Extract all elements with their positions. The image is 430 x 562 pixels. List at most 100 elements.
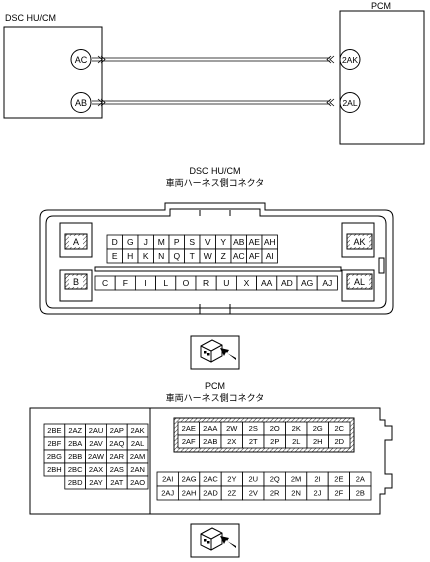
pcm-unit-box: [339, 10, 425, 145]
pin-2n: 2N: [284, 485, 308, 501]
svg-text:U: U: [223, 278, 229, 288]
svg-text:2V: 2V: [249, 489, 258, 498]
svg-text:H: H: [127, 251, 133, 261]
svg-text:AB: AB: [233, 237, 245, 247]
svg-text:C: C: [102, 278, 108, 288]
pin-i: I: [134, 275, 156, 291]
pin-j: J: [137, 234, 154, 250]
pin-2aj: 2AJ: [156, 485, 179, 501]
pin-r: R: [195, 275, 217, 291]
pin-2ba: 2BA: [64, 436, 87, 451]
svg-text:AB: AB: [75, 98, 87, 108]
pin-2ai: 2AI: [156, 471, 179, 487]
svg-text:2BE: 2BE: [47, 426, 61, 435]
svg-text:2K: 2K: [292, 424, 301, 433]
terminal-2al: 2AL: [339, 92, 361, 113]
pin-g: G: [122, 234, 139, 250]
pin-2o: 2O: [263, 421, 286, 436]
svg-text:AC: AC: [75, 55, 88, 65]
svg-text:2BH: 2BH: [47, 465, 62, 474]
pin-d: D: [106, 234, 123, 250]
pin-k: K: [137, 248, 154, 264]
svg-text:AJ: AJ: [322, 278, 332, 288]
pin-2c: 2C: [328, 421, 351, 436]
pin-2bf: 2BF: [43, 436, 66, 451]
svg-text:2AS: 2AS: [110, 465, 124, 474]
pin-2ah: 2AH: [177, 485, 201, 501]
svg-text:Z: Z: [221, 251, 226, 261]
svg-text:W: W: [204, 251, 212, 261]
dsc-unit-label: DSC HU/CM: [5, 13, 56, 23]
pin-t: T: [184, 248, 201, 264]
pin-2y: 2Y: [220, 471, 243, 487]
svg-text:2S: 2S: [249, 424, 258, 433]
pin-2p: 2P: [263, 434, 286, 449]
terminal-ac: AC: [70, 49, 92, 70]
pin-y: Y: [215, 234, 232, 250]
pin-2f: 2F: [327, 485, 351, 501]
svg-text:D: D: [112, 237, 118, 247]
svg-text:2AU: 2AU: [89, 426, 104, 435]
svg-text:AG: AG: [301, 278, 313, 288]
svg-text:2AV: 2AV: [89, 439, 103, 448]
pin-2au: 2AU: [85, 423, 107, 438]
pin-2at: 2AT: [106, 475, 128, 490]
svg-text:2B: 2B: [356, 489, 365, 498]
pin-p: P: [168, 234, 185, 250]
pin-2s: 2S: [242, 421, 265, 436]
pin-ad: AD: [276, 275, 298, 291]
svg-text:2I: 2I: [314, 475, 320, 484]
svg-text:2C: 2C: [334, 424, 344, 433]
pin-2av: 2AV: [85, 436, 107, 451]
svg-text:I: I: [144, 278, 146, 288]
pin-2ao: 2AO: [126, 475, 149, 490]
dsc-terminal-b: B: [64, 273, 88, 290]
svg-text:2AK: 2AK: [342, 55, 358, 65]
svg-text:2D: 2D: [334, 437, 344, 446]
pin-ah: AH: [261, 234, 278, 250]
svg-text:2AX: 2AX: [89, 465, 103, 474]
svg-text:2AQ: 2AQ: [109, 439, 124, 448]
pin-h: H: [122, 248, 139, 264]
dsc-terminal-a: A: [64, 233, 88, 250]
pin-2a: 2A: [349, 471, 372, 487]
pin-2ab: 2AB: [199, 434, 222, 449]
svg-text:2BB: 2BB: [68, 452, 82, 461]
pin-2i: 2I: [306, 471, 329, 487]
svg-text:2P: 2P: [270, 437, 279, 446]
svg-text:AC: AC: [233, 251, 245, 261]
pin-m: M: [153, 234, 170, 250]
svg-text:2BC: 2BC: [68, 465, 83, 474]
pin-2w: 2W: [220, 421, 243, 436]
pin-2ac: 2AC: [199, 471, 222, 487]
svg-text:AA: AA: [261, 278, 273, 288]
svg-text:2AT: 2AT: [110, 478, 124, 487]
svg-text:2A: 2A: [356, 475, 365, 484]
pin-2bg: 2BG: [43, 449, 66, 464]
svg-text:2L: 2L: [292, 437, 300, 446]
svg-text:E: E: [112, 251, 118, 261]
svg-text:2F: 2F: [335, 489, 344, 498]
pin-2al: 2AL: [126, 436, 149, 451]
pin-2ar: 2AR: [106, 449, 128, 464]
pcm-connector-title: PCM: [205, 381, 225, 391]
svg-text:B: B: [73, 277, 79, 287]
svg-text:2AG: 2AG: [182, 475, 197, 484]
svg-text:L: L: [163, 278, 168, 288]
svg-text:AK: AK: [353, 237, 365, 247]
connector-view-icon: [190, 335, 240, 370]
pin-2m: 2M: [284, 471, 308, 487]
svg-text:2Y: 2Y: [227, 475, 236, 484]
pin-2u: 2U: [242, 471, 265, 487]
svg-text:2AZ: 2AZ: [68, 426, 82, 435]
svg-text:2AN: 2AN: [130, 465, 145, 474]
pin-2af: 2AF: [177, 434, 200, 449]
pin-2z: 2Z: [220, 485, 243, 501]
pin-n: N: [153, 248, 170, 264]
pin-u: U: [215, 275, 237, 291]
pin-2be: 2BE: [43, 423, 66, 438]
pin-l: L: [155, 275, 177, 291]
